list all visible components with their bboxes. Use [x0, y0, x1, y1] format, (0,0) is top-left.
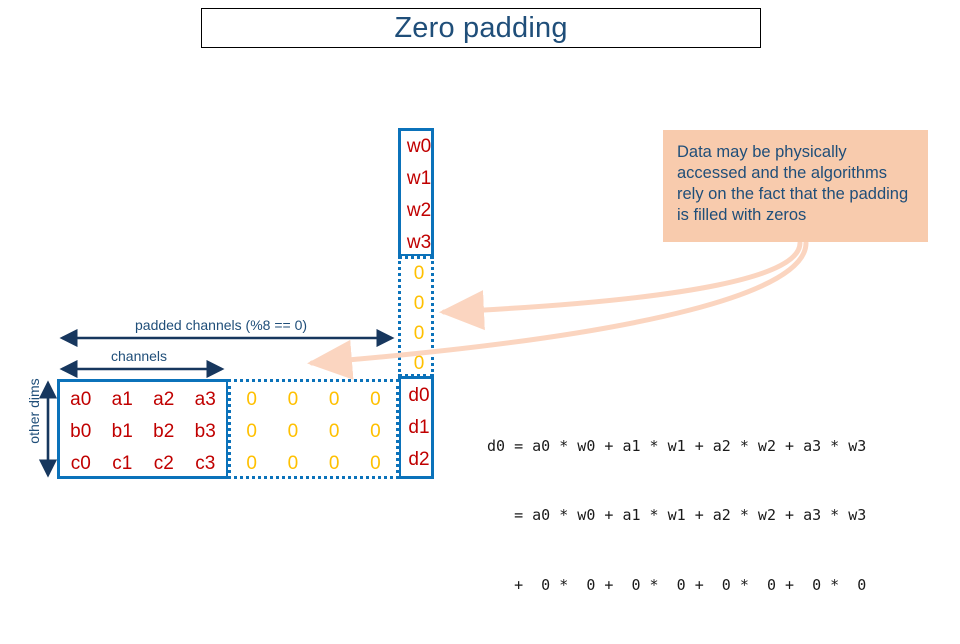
matrix-cell: c0: [70, 452, 91, 474]
padded-channels-label: padded channels (%8 == 0): [135, 317, 308, 333]
weight-padding-cell-1: 0: [413, 292, 425, 314]
output-cell-d0: d0: [408, 384, 430, 406]
matrix-padding-row: 0 0 0 0: [231, 415, 396, 447]
output-cell-d1: d1: [408, 416, 430, 438]
matrix-cell: b2: [153, 420, 175, 442]
outputs-box: d0 d1 d2: [398, 376, 434, 479]
weights-padding-box: 0 0 0 0: [398, 256, 434, 377]
matrix-cell: a0: [70, 388, 92, 410]
weight-padding-cell-2: 0: [413, 322, 425, 344]
matrix-cell: b3: [194, 420, 216, 442]
callout-arrow-to-matrix-padding: [307, 240, 809, 380]
matrix-padding-cell: 0: [246, 420, 257, 442]
output-cell-d2: d2: [408, 448, 430, 470]
weight-cell-w1: w1: [406, 167, 432, 189]
matrix-cell: a3: [194, 388, 216, 410]
matrix-padding-cell: 0: [328, 388, 340, 410]
matrix-padding-row: 0 0 0 0: [231, 383, 396, 415]
callout-text: Data may be physically accessed and the …: [677, 143, 909, 225]
matrix-cell: a1: [111, 388, 133, 410]
matrix-cell: c3: [195, 452, 216, 474]
title-box: Zero padding: [201, 8, 761, 48]
matrix-padding-cell: 0: [370, 452, 381, 474]
matrix-cell: b0: [70, 420, 92, 442]
matrix-data-box: a0 a1 a2 a3 b0 b1 b2 b3 c0 c1 c2 c3: [57, 379, 229, 479]
weight-padding-cell-3: 0: [413, 352, 425, 374]
matrix-row: c0 c1 c2 c3: [60, 447, 226, 479]
matrix-padding-cell: 0: [328, 420, 340, 442]
matrix-cell: b1: [111, 420, 133, 442]
matrix-cell: c2: [153, 452, 174, 474]
matrix-row: a0 a1 a2 a3: [60, 383, 226, 415]
dimension-arrows: [38, 328, 395, 478]
matrix-padding-cell: 0: [246, 452, 257, 474]
weights-box: w0 w1 w2 w3: [398, 128, 434, 257]
matrix-padding-cell: 0: [370, 420, 381, 442]
matrix-padding-box: 0 0 0 0 0 0 0 0 0 0 0 0: [228, 379, 399, 479]
matrix-padding-cell: 0: [370, 388, 381, 410]
slide-canvas: Zero padding w0 w1 w2 w3 0 0 0 0 d0 d1 d…: [26, 8, 928, 594]
matrix-padding-cell: 0: [287, 420, 299, 442]
callout-connector-arrows: [307, 240, 809, 380]
formula-line-2: = a0 * w0 + a1 * w1 + a2 * w2 + a3 * w3: [487, 506, 867, 525]
matrix-padding-cell: 0: [328, 452, 340, 474]
callout-arrow-to-weight-padding: [439, 240, 803, 331]
weight-cell-w3: w3: [406, 231, 432, 253]
formula-line-1: d0 = a0 * w0 + a1 * w1 + a2 * w2 + a3 * …: [487, 436, 867, 455]
formula-line-3: + 0 * 0 + 0 * 0 + 0 * 0 + 0 * 0: [487, 576, 867, 594]
matrix-padding-cell: 0: [246, 388, 257, 410]
matrix-cell: a2: [153, 388, 175, 410]
matrix-cell: c1: [112, 452, 133, 474]
matrix-padding-cell: 0: [287, 388, 299, 410]
callout-box: Data may be physically accessed and the …: [663, 130, 928, 242]
matrix-padding-cell: 0: [287, 452, 299, 474]
matrix-row: b0 b1 b2 b3: [60, 415, 226, 447]
formula-block: d0 = a0 * w0 + a1 * w1 + a2 * w2 + a3 * …: [487, 388, 866, 644]
weight-cell-w0: w0: [406, 135, 432, 157]
weight-padding-cell-0: 0: [413, 262, 425, 284]
weight-cell-w2: w2: [406, 199, 432, 221]
channels-label: channels: [111, 348, 168, 364]
page-title: Zero padding: [394, 11, 568, 44]
matrix-padding-row: 0 0 0 0: [231, 447, 396, 479]
